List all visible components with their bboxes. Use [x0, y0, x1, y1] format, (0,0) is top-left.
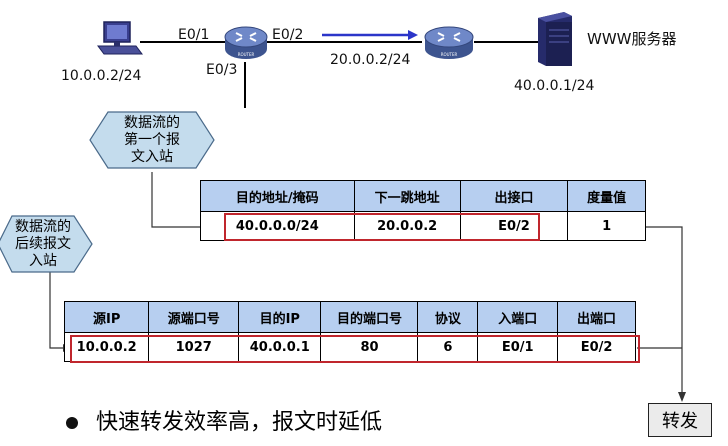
callout-line: 入站 — [29, 253, 57, 269]
callout-line: 文入站 — [131, 149, 173, 165]
flow-header-cell: 协议 — [417, 301, 479, 333]
flow-cell: E0/2 — [557, 332, 636, 362]
connector-first-packet — [151, 172, 216, 228]
flow-header-cell: 目的端口号 — [320, 301, 419, 333]
flow-header-cell: 源IP — [63, 301, 150, 333]
pc-ip-label: 10.0.0.2/24 — [61, 68, 142, 84]
connector-later-packet — [49, 272, 64, 349]
route-table: 目的地址/掩码 下一跳地址 出接口 度量值 40.0.0.0/24 20.0.0… — [200, 180, 646, 241]
pc-icon — [96, 18, 144, 58]
callout-line: 数据流的 — [124, 115, 180, 131]
flow-header-cell: 源端口号 — [148, 301, 240, 333]
server-name-label: WWW服务器 — [587, 30, 677, 48]
route-table-header: 目的地址/掩码 下一跳地址 出接口 度量值 — [200, 180, 646, 212]
router-label: ROUTER — [441, 52, 458, 57]
route-cell: E0/2 — [459, 211, 569, 241]
forward-box: 转发 — [648, 403, 712, 437]
route-cell: 1 — [567, 211, 646, 241]
flow-table-header: 源IP 源端口号 目的IP 目的端口号 协议 入端口 出端口 — [63, 301, 636, 333]
flow-arrow-head — [408, 30, 418, 40]
flow-cell: 6 — [417, 332, 479, 362]
route-header-cell: 度量值 — [567, 180, 646, 212]
flow-table: 源IP 源端口号 目的IP 目的端口号 协议 入端口 出端口 10.0.0.2 … — [63, 301, 636, 362]
route-table-row: 40.0.0.0/24 20.0.0.2 E0/2 1 — [200, 211, 646, 241]
connector-route-forward — [646, 226, 683, 398]
route-header-cell: 目的地址/掩码 — [200, 180, 355, 212]
router-label: ROUTER — [238, 52, 255, 57]
route-cell: 40.0.0.0/24 — [200, 211, 355, 241]
router-icon: ROUTER — [224, 23, 268, 63]
flow-table-row: 10.0.0.2 1027 40.0.0.1 80 6 E0/1 E0/2 — [63, 332, 636, 362]
hexagon-later-packet — [0, 215, 93, 273]
r1-port-left-label: E0/1 — [178, 27, 210, 43]
server-icon — [534, 10, 576, 68]
flow-cell: E0/1 — [477, 332, 559, 362]
flow-header-cell: 出端口 — [557, 301, 636, 333]
flow-header-cell: 入端口 — [477, 301, 559, 333]
route-cell: 20.0.0.2 — [353, 211, 461, 241]
callout-line: 后续报文 — [15, 236, 71, 252]
flow-header-cell: 目的IP — [238, 301, 322, 333]
callout-line: 第一个报 — [124, 132, 180, 148]
flow-cell: 10.0.0.2 — [63, 332, 150, 362]
link-ip-label: 20.0.0.2/24 — [330, 52, 411, 68]
route-header-cell: 出接口 — [459, 180, 569, 212]
router-icon: ROUTER — [424, 23, 474, 63]
route-header-cell: 下一跳地址 — [353, 180, 461, 212]
callout-first-packet: 数据流的 第一个报 文入站 — [100, 115, 204, 166]
server-ip-label: 40.0.0.1/24 — [514, 78, 595, 94]
flow-cell: 80 — [320, 332, 419, 362]
bullet-icon — [66, 417, 78, 429]
callout-later-packets: 数据流的 后续报文 入站 — [0, 219, 86, 270]
callout-line: 数据流的 — [15, 219, 71, 235]
bullet-text: 快速转发效率高，报文时延低 — [96, 410, 383, 435]
flow-cell: 1027 — [148, 332, 240, 362]
hexagon-first-packet — [89, 111, 215, 169]
r1-port-down-label: E0/3 — [206, 62, 238, 78]
r1-port-right-label: E0/2 — [272, 27, 304, 43]
flow-cell: 40.0.0.1 — [238, 332, 322, 362]
